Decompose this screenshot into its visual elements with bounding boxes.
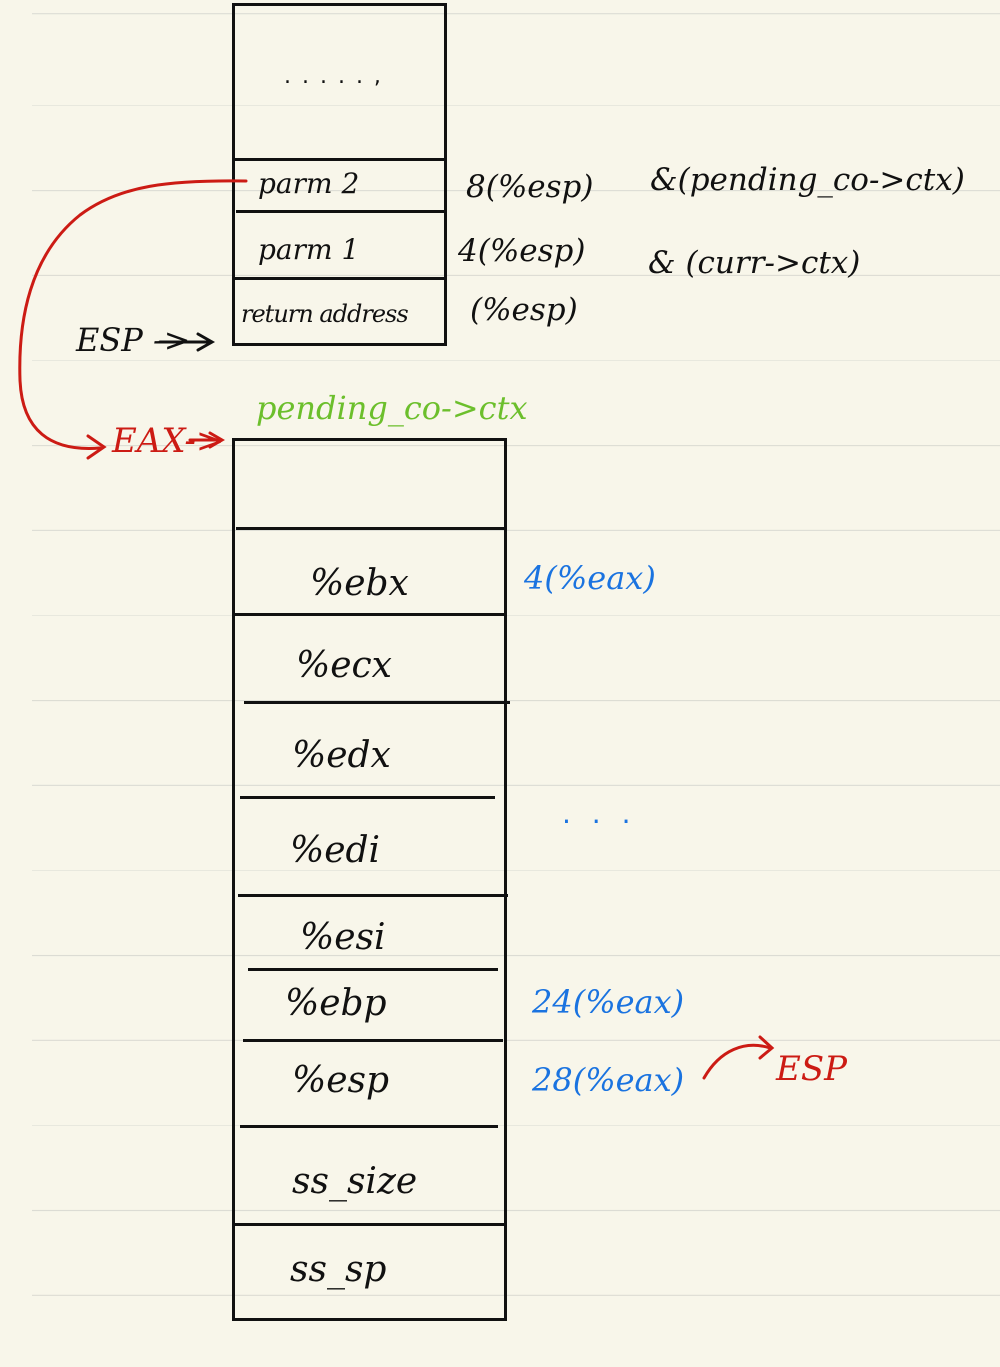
field-edi: %edi (290, 830, 381, 871)
field-ss-sp: ss_sp (290, 1249, 387, 1290)
ctx-divider (236, 527, 506, 530)
esp-pointer-label: ESP -> (76, 321, 191, 359)
eax-arrow-icon (188, 431, 225, 449)
esp-restore-target: ESP (776, 1049, 847, 1089)
note-parm-2: &(pending_co->ctx) (650, 162, 965, 198)
ctx-divider (232, 613, 507, 616)
offset-esp: 28(%eax) (532, 1061, 685, 1099)
ctx-divider (248, 968, 498, 971)
offset-return-address: (%esp) (470, 292, 578, 328)
field-edx: %edx (292, 735, 391, 776)
field-esi: %esi (300, 917, 386, 958)
ctx-divider (243, 1039, 503, 1042)
slot-parm-1: parm 1 (258, 233, 360, 266)
stack-divider (236, 210, 444, 213)
ctx-divider (240, 796, 495, 799)
stack-divider (232, 277, 447, 280)
offset-ebp: 24(%eax) (532, 983, 685, 1021)
field-ebp: %ebp (285, 983, 387, 1024)
slot-return-address: return address (241, 300, 409, 328)
middle-ellipsis: . . . (562, 797, 637, 830)
field-ecx: %ecx (296, 645, 392, 686)
parm2-to-eax-arrow-icon (18, 179, 248, 460)
slot-parm-2: parm 2 (258, 167, 360, 200)
context-struct-frame (232, 438, 507, 1321)
caller-stack-frame (232, 3, 447, 346)
field-ebx: %ebx (310, 563, 409, 604)
stack-divider (232, 158, 447, 161)
esp-restore-arrow-icon (702, 1035, 775, 1080)
note-parm-1: & (curr->ctx) (648, 245, 861, 281)
ctx-divider (240, 1125, 498, 1128)
offset-parm-2: 8(%esp) (466, 169, 594, 205)
field-esp: %esp (292, 1060, 390, 1101)
offset-parm-1: 4(%esp) (458, 233, 586, 269)
ruled-lines (32, 0, 1000, 1367)
stack-ellipsis: . . . . . , (284, 64, 383, 89)
ctx-divider (232, 1223, 507, 1226)
ctx-divider (244, 701, 510, 704)
ctx-divider (238, 894, 508, 897)
context-title: pending_co->ctx (256, 389, 528, 427)
offset-ebx: 4(%eax) (524, 559, 656, 597)
esp-arrow-icon (158, 332, 216, 352)
field-ss-size: ss_size (292, 1161, 418, 1202)
